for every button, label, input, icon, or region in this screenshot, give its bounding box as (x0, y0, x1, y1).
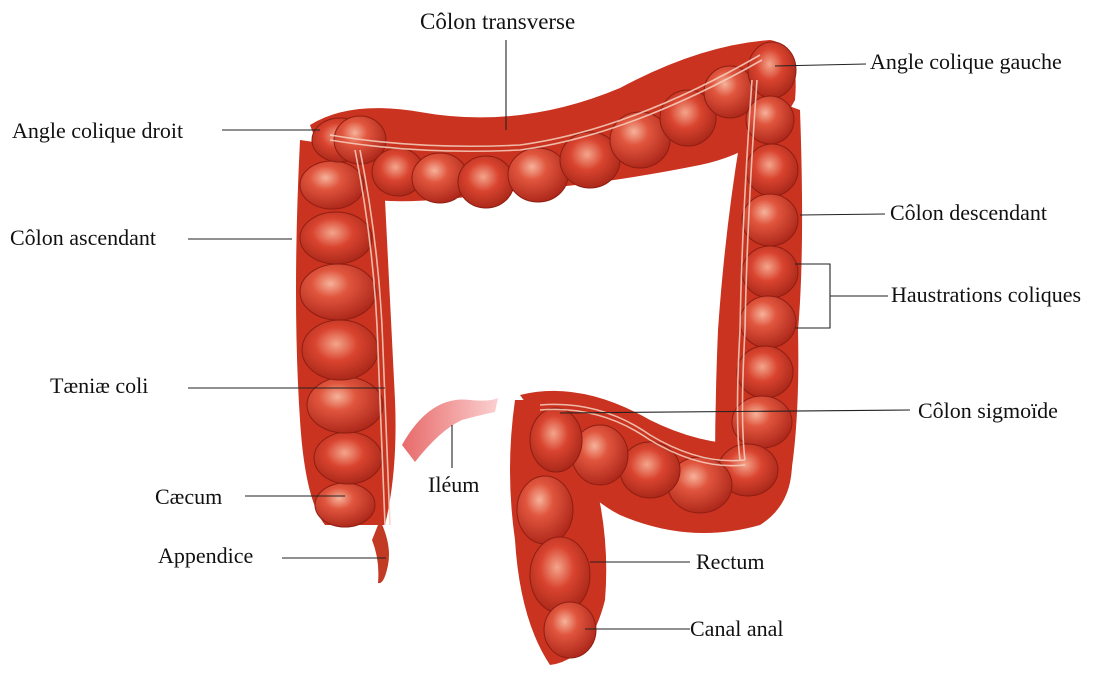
label-caecum: Cæcum (155, 486, 222, 508)
label-angle-colique-gauche: Angle colique gauche (870, 51, 1062, 73)
label-taeniae-coli: Tæniæ coli (50, 375, 148, 397)
haustrum-pouch (300, 264, 376, 320)
haustrum-pouch (302, 320, 378, 380)
leader-colon-descendant (800, 214, 885, 215)
label-colon-sigmoide: Côlon sigmoïde (918, 400, 1058, 422)
ileum-shape (402, 398, 498, 462)
haustrum-pouch (508, 148, 568, 202)
label-colon-transverse: Côlon transverse (420, 10, 575, 33)
haustrum-pouch (746, 144, 798, 196)
haustrum-pouch (517, 476, 573, 544)
haustrum-pouch (740, 296, 796, 348)
haustrum-pouch (314, 432, 382, 484)
haustrum-pouch (742, 246, 798, 298)
haustrum-pouch (530, 537, 590, 613)
haustrum-pouch (544, 602, 596, 658)
label-rectum: Rectum (696, 551, 764, 573)
haustrum-pouch (737, 346, 793, 398)
label-angle-colique-droit: Angle colique droit (12, 120, 183, 142)
label-ileum: Iléum (428, 474, 479, 496)
haustrum-pouch (530, 408, 582, 472)
label-colon-descendant: Côlon descendant (890, 202, 1047, 224)
label-colon-ascendant: Côlon ascendant (10, 227, 156, 249)
haustrum-pouch (315, 483, 375, 527)
leader-haustrations-bracket (795, 264, 888, 328)
haustrum-pouch (748, 42, 796, 98)
label-appendice: Appendice (158, 545, 253, 567)
haustrum-pouch (742, 194, 798, 246)
label-canal-anal: Canal anal (690, 618, 783, 640)
haustrum-pouch (458, 156, 514, 208)
haustrum-pouch (300, 161, 364, 209)
haustrum-pouch (300, 212, 372, 264)
label-haustrations-coliques: Haustrations coliques (891, 284, 1081, 306)
appendix-shape (372, 520, 389, 583)
haustrum-pouch (307, 377, 383, 433)
haustrum-pouch (732, 396, 792, 448)
